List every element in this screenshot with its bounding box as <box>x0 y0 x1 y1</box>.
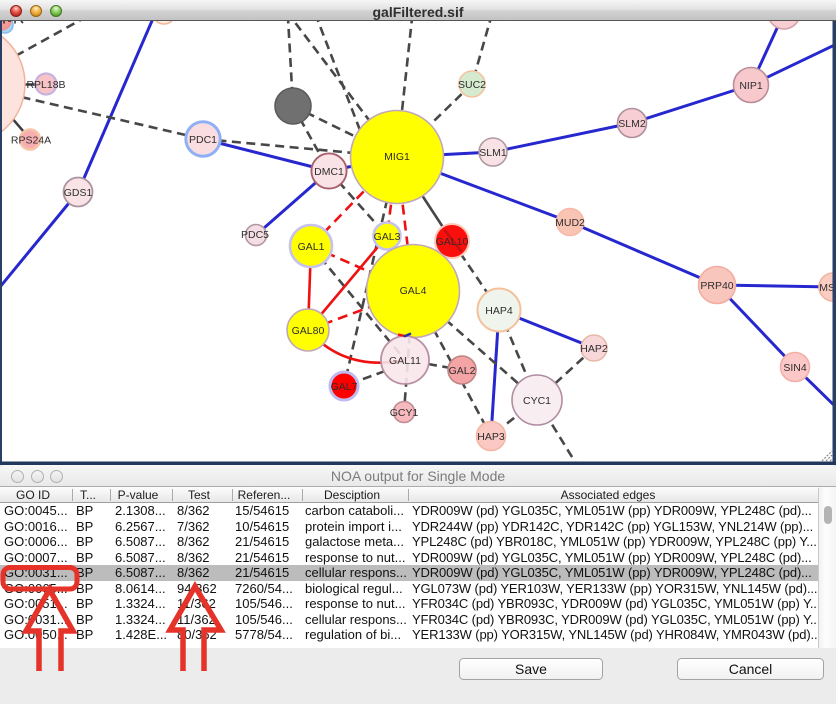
svg-text:PDC1: PDC1 <box>189 134 217 146</box>
svg-text:GAL10: GAL10 <box>436 236 469 248</box>
svg-text:GDS1: GDS1 <box>64 187 93 199</box>
svg-text:GAL4: GAL4 <box>400 285 427 297</box>
svg-text:PDC5: PDC5 <box>241 229 269 241</box>
svg-text:HAP4: HAP4 <box>485 305 513 317</box>
svg-text:GAL80: GAL80 <box>292 325 325 337</box>
svg-text:SLM2: SLM2 <box>618 118 646 130</box>
svg-text:GAL11: GAL11 <box>389 355 421 367</box>
svg-text:HAP3: HAP3 <box>477 431 505 443</box>
svg-text:CYC1: CYC1 <box>523 395 551 407</box>
svg-text:GCY1: GCY1 <box>390 407 419 419</box>
svg-text:GAL7: GAL7 <box>331 381 358 393</box>
svg-text:MUD2: MUD2 <box>555 217 585 229</box>
svg-text:DMC1: DMC1 <box>314 166 344 178</box>
svg-text:RPL18B: RPL18B <box>26 79 65 91</box>
svg-text:RPS24A: RPS24A <box>11 135 51 147</box>
svg-text:PRP40: PRP40 <box>700 280 733 292</box>
svg-text:SUC2: SUC2 <box>458 79 486 91</box>
svg-text:GAL2: GAL2 <box>449 365 476 377</box>
svg-text:GAL1: GAL1 <box>298 241 325 253</box>
svg-text:SIN4: SIN4 <box>783 362 807 374</box>
svg-text:MIG1: MIG1 <box>384 151 410 163</box>
svg-text:SLM1: SLM1 <box>479 147 507 159</box>
svg-text:GAL3: GAL3 <box>374 231 401 243</box>
svg-text:MSL5: MSL5 <box>819 282 836 294</box>
svg-text:NIP1: NIP1 <box>739 80 763 92</box>
svg-text:HAP2: HAP2 <box>580 343 608 355</box>
